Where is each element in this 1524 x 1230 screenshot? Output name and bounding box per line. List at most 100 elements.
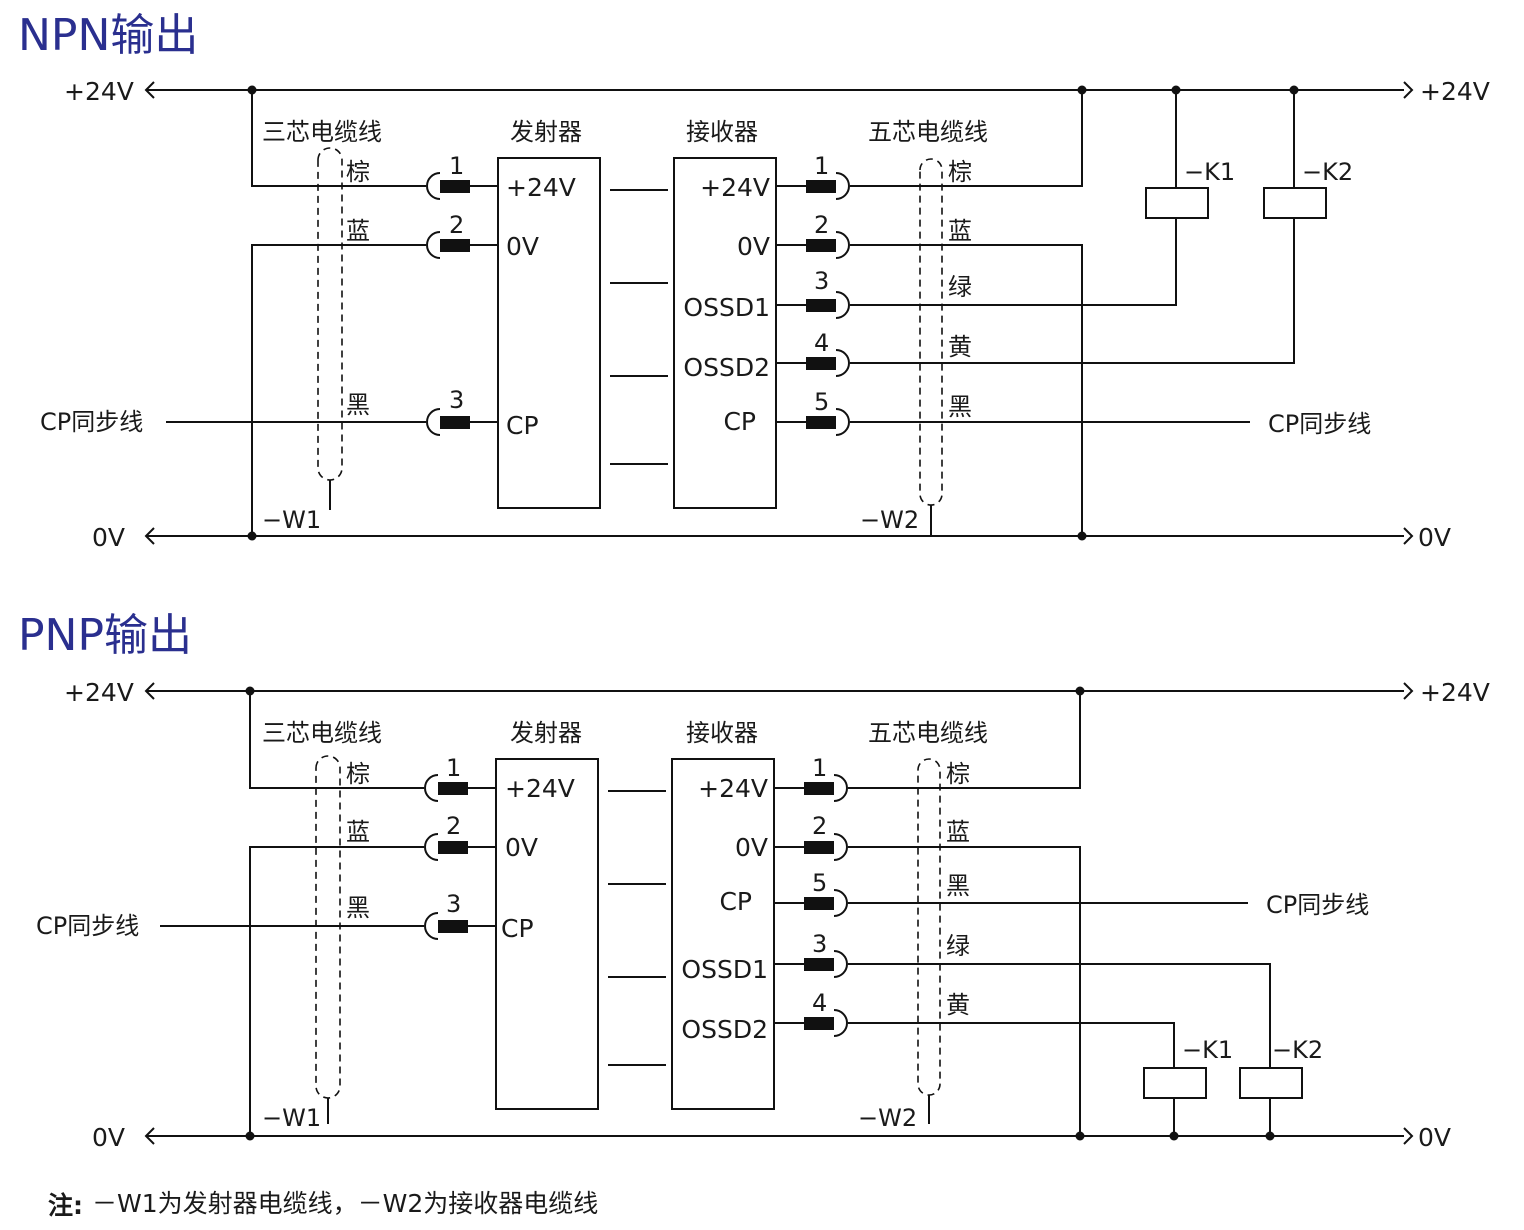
npn-emitter-pin-label-2: 0V <box>506 232 539 261</box>
npn-emitter-pin-num-3: 3 <box>449 386 464 414</box>
pnp-0v-right-label: 0V <box>1418 1123 1451 1152</box>
pnp-receiver-pin-num-4: 3 <box>812 930 827 958</box>
npn-receiver-pin-num-3: 3 <box>814 267 829 295</box>
pnp-w2-color-5: 黄 <box>946 991 970 1019</box>
pnp-w1-color-3: 黑 <box>346 894 370 922</box>
npn-w2-color-3: 绿 <box>948 273 972 301</box>
npn-0v-left-arrow <box>144 527 155 545</box>
npn-k2-label: −K2 <box>1302 158 1353 186</box>
npn-0v-right-arrow <box>1403 527 1414 545</box>
pnp-emitter-0v-wire <box>249 846 424 1136</box>
npn-w1-color-3: 黑 <box>346 391 370 419</box>
pnp-w2-cable <box>917 758 941 1096</box>
pnp-w1-cable <box>315 755 341 1099</box>
npn-cp-right-label: CP同步线 <box>1268 410 1371 438</box>
pnp-receiver-pin-num-1: 1 <box>812 754 827 782</box>
npn-receiver-0v-wire <box>850 244 1083 536</box>
pnp-emitter-pin-label-2: 0V <box>505 833 538 862</box>
pnp-emitter-connector-1: 1 <box>424 754 496 802</box>
npn-0v-left-label: 0V <box>92 523 125 552</box>
npn-k1-label: −K1 <box>1184 158 1235 186</box>
pnp-receiver-connector-5: 4 <box>774 989 848 1037</box>
pnp-ossd2-wire <box>848 1022 1175 1068</box>
pnp-emitter-title: 发射器 <box>510 719 582 747</box>
npn-emitter-pin-num-1: 1 <box>449 152 464 180</box>
npn-title: NPN输出 <box>18 10 198 61</box>
pnp-0v-right-arrow <box>1403 1127 1414 1145</box>
npn-receiver-pin-label-4: OSSD2 <box>683 353 770 382</box>
npn-receiver-pin-num-5: 5 <box>814 388 829 416</box>
pnp-w2-label: −W2 <box>858 1104 917 1132</box>
pnp-receiver-pin-label-4: OSSD1 <box>681 955 768 984</box>
npn-cable5-label: 五芯电缆线 <box>868 118 988 146</box>
npn-cp-left-label: CP同步线 <box>40 408 143 436</box>
npn-w1-color-1: 棕 <box>346 158 370 186</box>
npn-w2-cable <box>919 158 943 506</box>
pnp-receiver-pin-label-1: +24V <box>698 774 768 803</box>
pnp-title: PNP输出 <box>18 610 192 661</box>
npn-receiver-pin-label-2: 0V <box>737 232 770 261</box>
note-prefix: 注: <box>48 1191 83 1220</box>
pnp-receiver-24v-wire <box>848 691 1081 789</box>
npn-emitter-connector-3: 3 <box>426 386 498 436</box>
npn-receiver-24v-wire <box>850 90 1083 187</box>
pnp-emitter-pin-num-1: 1 <box>446 754 461 782</box>
pnp-w1-label: −W1 <box>262 1104 321 1132</box>
npn-emitter-0v-wire <box>251 244 426 536</box>
pnp-k2-label: −K2 <box>1272 1036 1323 1064</box>
npn-emitter-pin-label-3: CP <box>506 411 539 440</box>
npn-receiver-connector-3: 3 <box>776 267 850 319</box>
npn-w1-cable <box>317 147 343 481</box>
pnp-k1-coil <box>1143 1067 1207 1099</box>
npn-emitter-24v-wire <box>251 90 426 187</box>
pnp-cable3-label: 三芯电缆线 <box>262 719 382 747</box>
npn-emitter-connector-2: 2 <box>426 211 498 259</box>
npn-receiver-pin-num-2: 2 <box>814 211 829 239</box>
npn-w1-color-2: 蓝 <box>346 217 370 245</box>
npn-w2-color-4: 黄 <box>948 333 972 361</box>
npn-receiver-box <box>673 157 777 509</box>
npn-emitter-title: 发射器 <box>510 118 582 146</box>
pnp-w2-color-2: 蓝 <box>946 818 970 846</box>
npn-cable3-label: 三芯电缆线 <box>262 118 382 146</box>
pnp-receiver-connector-4: 3 <box>774 930 848 978</box>
npn-k1-coil <box>1145 187 1209 219</box>
pnp-receiver-box <box>671 758 775 1110</box>
pnp-ossd1-wire <box>848 963 1271 1068</box>
npn-receiver-connector-5: 5 <box>776 388 850 436</box>
pnp-w2-color-1: 棕 <box>946 760 970 788</box>
pnp-cable5-label: 五芯电缆线 <box>868 719 988 747</box>
pnp-receiver-connector-1: 1 <box>774 754 848 802</box>
note-text: －W1为发射器电缆线，－W2为接收器电缆线 <box>92 1189 598 1218</box>
pnp-section: PNP输出 +24V +24V 0V 0V CP同步线 −W1 三芯电缆线 棕 … <box>18 610 1490 1152</box>
pnp-emitter-box <box>495 758 599 1110</box>
pnp-emitter-pin-label-1: +24V <box>505 774 575 803</box>
pnp-receiver-connector-2: 2 <box>774 812 848 861</box>
npn-receiver-title: 接收器 <box>686 118 758 146</box>
pnp-cp-left-label: CP同步线 <box>36 912 139 940</box>
pnp-receiver-pin-num-3: 5 <box>812 869 827 897</box>
pnp-k2-coil <box>1239 1067 1303 1099</box>
npn-w2-color-5: 黑 <box>948 393 972 421</box>
npn-receiver-pin-label-1: +24V <box>700 173 770 202</box>
pnp-w2-color-4: 绿 <box>946 932 970 960</box>
npn-plus24-left-label: +24V <box>64 77 134 106</box>
pnp-receiver-pin-label-5: OSSD2 <box>681 1015 768 1044</box>
pnp-receiver-connector-3: 5 <box>774 869 848 917</box>
pnp-plus24-left-arrow <box>144 682 155 700</box>
pnp-0v-left-arrow <box>144 1127 155 1145</box>
npn-w2-label: −W2 <box>860 506 919 534</box>
pnp-plus24-left-label: +24V <box>64 678 134 707</box>
pnp-w1-color-1: 棕 <box>346 760 370 788</box>
npn-w2-color-1: 棕 <box>948 158 972 186</box>
npn-w2-color-2: 蓝 <box>948 217 972 245</box>
npn-receiver-connector-2: 2 <box>776 211 850 259</box>
npn-k2-coil <box>1263 187 1327 219</box>
pnp-receiver-title: 接收器 <box>686 719 758 747</box>
npn-emitter-pin-num-2: 2 <box>449 211 464 239</box>
pnp-receiver-pin-label-2: 0V <box>735 833 768 862</box>
npn-ossd1-wire <box>850 218 1177 306</box>
npn-receiver-pin-label-5: CP <box>723 407 756 436</box>
npn-receiver-connector-4: 4 <box>776 329 850 377</box>
